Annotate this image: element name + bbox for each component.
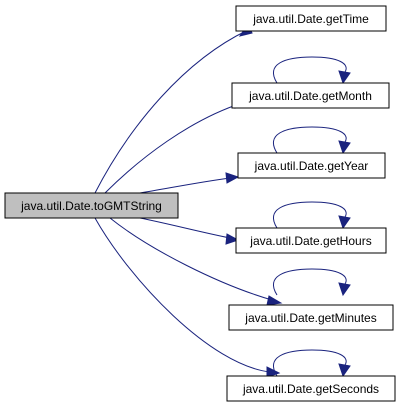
edge-to-getminutes xyxy=(109,217,273,301)
edge-self-getminutes xyxy=(272,268,347,296)
arrowhead-getseconds xyxy=(266,366,281,378)
arrowhead-self-getmonth xyxy=(338,70,351,85)
nodes-layer: java.util.Date.toGMTString java.util.Dat… xyxy=(4,5,396,402)
edge-self-getseconds xyxy=(272,349,347,377)
edge-to-gettime xyxy=(94,29,249,194)
edge-to-getyear xyxy=(139,177,231,194)
edge-self-getmonth xyxy=(272,56,347,84)
node-label: java.util.Date.getYear xyxy=(254,159,369,173)
node-togmtstring[interactable]: java.util.Date.toGMTString xyxy=(4,192,179,219)
node-gettime[interactable]: java.util.Date.getTime xyxy=(235,5,387,32)
node-box xyxy=(235,227,387,254)
node-label: java.util.Date.getSeconds xyxy=(242,382,379,396)
node-box xyxy=(235,5,387,32)
edge-self-getyear xyxy=(272,126,347,154)
node-box xyxy=(228,304,394,331)
node-box xyxy=(237,152,386,179)
edge-self-gethours xyxy=(272,201,347,229)
arrowhead-self-getyear xyxy=(338,140,351,155)
node-box xyxy=(226,375,396,402)
arrowhead-gethours xyxy=(225,233,240,245)
edge-to-getmonth xyxy=(104,102,243,194)
node-getminutes[interactable]: java.util.Date.getMinutes xyxy=(228,304,394,331)
node-getmonth[interactable]: java.util.Date.getMonth xyxy=(231,82,390,109)
arrowhead-self-getseconds xyxy=(338,363,351,378)
arrowhead-getyear xyxy=(225,172,240,184)
arrowhead-self-gethours xyxy=(338,215,351,230)
arrowhead-self-getminutes xyxy=(338,282,351,297)
node-getyear[interactable]: java.util.Date.getYear xyxy=(237,152,386,179)
node-getseconds[interactable]: java.util.Date.getSeconds xyxy=(226,375,396,402)
node-label: java.util.Date.getHours xyxy=(249,234,371,248)
node-box xyxy=(231,82,390,109)
node-label: java.util.Date.getMinutes xyxy=(244,311,376,325)
node-label: java.util.Date.toGMTString xyxy=(20,199,162,213)
node-label: java.util.Date.getMonth xyxy=(248,89,372,103)
edge-to-getseconds xyxy=(94,217,271,373)
arrowhead-getminutes xyxy=(266,295,283,306)
node-box xyxy=(4,192,179,219)
node-label: java.util.Date.getTime xyxy=(252,12,369,26)
edge-to-gethours xyxy=(139,217,231,239)
edges-layer xyxy=(94,29,347,377)
node-gethours[interactable]: java.util.Date.getHours xyxy=(235,227,387,254)
